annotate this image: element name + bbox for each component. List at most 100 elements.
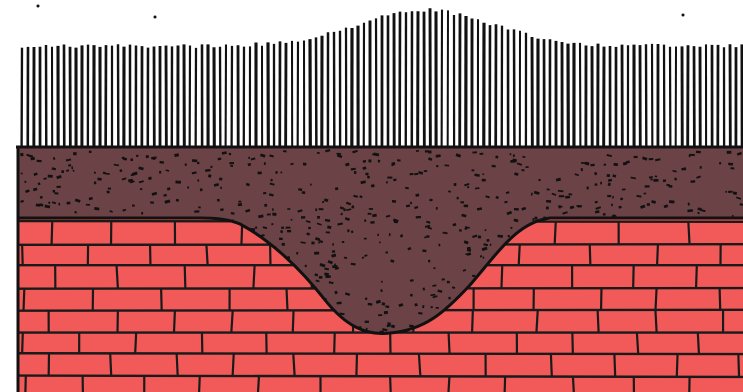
soil-dot <box>287 208 290 210</box>
speck <box>37 5 40 8</box>
mortar-joint <box>22 244 23 266</box>
soil-dot <box>56 186 60 188</box>
soil-dot <box>130 158 133 161</box>
mortar-joint <box>637 332 638 354</box>
soil-dot <box>728 191 733 193</box>
soil-dot <box>368 213 372 215</box>
soil-dot <box>385 251 388 253</box>
mortar-joint <box>390 376 391 392</box>
mortar-joint <box>551 354 552 376</box>
mortar-joint <box>253 266 254 288</box>
soil-dot <box>603 213 606 216</box>
soil-dot <box>690 180 695 183</box>
mortar-joint <box>206 244 207 266</box>
soil-dot <box>484 229 486 231</box>
soil-dot <box>106 190 109 193</box>
soil-dot <box>326 231 330 233</box>
soil-dot <box>447 281 450 284</box>
soil-dot <box>73 152 77 155</box>
soil-dot <box>696 151 701 154</box>
soil-dot <box>472 275 475 277</box>
soil-dot <box>94 172 96 174</box>
soil-dot <box>369 208 373 210</box>
mortar-joint <box>590 244 591 266</box>
soil-dot <box>634 156 638 158</box>
soil-dot <box>576 205 582 207</box>
soil-dot <box>319 276 323 279</box>
soil-dot <box>132 205 135 207</box>
soil-dot <box>613 163 618 166</box>
soil-dot <box>287 230 291 232</box>
soil-dot <box>296 252 298 255</box>
mortar-joint <box>519 244 520 266</box>
mortar-joint <box>293 310 294 332</box>
soil-dot <box>587 187 589 190</box>
soil-dot <box>492 165 496 168</box>
soil-dot <box>428 260 430 263</box>
mortar-joint <box>334 332 335 354</box>
soil-dot <box>378 314 382 316</box>
soil-dot <box>26 190 28 192</box>
mortar-joint <box>655 310 656 332</box>
soil-dot <box>472 151 477 153</box>
soil-dot <box>645 185 650 187</box>
soil-dot <box>368 159 371 162</box>
soil-dot <box>508 235 510 238</box>
soil-dot <box>61 170 64 173</box>
soil-dot <box>159 161 164 164</box>
soil-dot <box>267 213 271 215</box>
soil-dot <box>386 181 388 183</box>
soil-dot <box>607 174 610 177</box>
soil-dot <box>533 218 535 221</box>
soil-dot <box>392 200 396 203</box>
soil-dot <box>433 267 435 269</box>
soil-dot <box>94 181 97 184</box>
soil-dot <box>347 229 349 232</box>
mortar-joint <box>720 288 721 310</box>
soil-dot <box>108 188 111 190</box>
soil-dot <box>200 188 203 191</box>
mortar-joint <box>161 288 162 310</box>
soil-dot <box>381 281 383 283</box>
soil-dot <box>454 183 457 186</box>
soil-dot <box>700 166 702 169</box>
soil-dot <box>238 201 241 203</box>
soil-dot <box>436 207 438 210</box>
mortar-joint <box>472 310 473 332</box>
soil-dot <box>730 167 734 169</box>
mortar-joint <box>419 354 420 376</box>
mortar-joint <box>110 354 111 376</box>
mortar-joint <box>449 332 450 354</box>
soil-dot <box>301 216 305 219</box>
mortar-line <box>18 353 743 354</box>
soil-dot <box>336 153 341 155</box>
soil-dot <box>534 217 537 220</box>
soil-dot <box>343 208 345 211</box>
soil-dot <box>264 204 267 207</box>
soil-dot <box>29 155 33 157</box>
mortar-joint <box>286 288 287 310</box>
soil-dot <box>490 244 492 246</box>
soil-dot <box>332 243 334 246</box>
soil-dot <box>478 235 482 238</box>
soil-dot <box>150 201 154 203</box>
soil-dot <box>514 208 519 211</box>
soil-dot <box>590 164 594 167</box>
soil-dot <box>220 187 222 189</box>
mortar-joint <box>688 222 689 244</box>
soil-dot <box>89 151 92 153</box>
soil-dot <box>303 162 307 165</box>
mortar-joint <box>448 376 449 392</box>
soil-dot <box>365 298 368 300</box>
soil-dot <box>337 302 342 305</box>
mortar-joint <box>655 288 656 310</box>
soil-dot <box>510 153 512 155</box>
soil-dot <box>238 203 242 206</box>
soil-dot <box>319 208 324 210</box>
soil-dot <box>384 311 388 314</box>
soil-dot <box>428 150 431 153</box>
soil-dot <box>197 162 200 165</box>
soil-dot <box>620 198 623 200</box>
mortar-joint <box>258 376 259 392</box>
soil-dot <box>317 216 320 219</box>
